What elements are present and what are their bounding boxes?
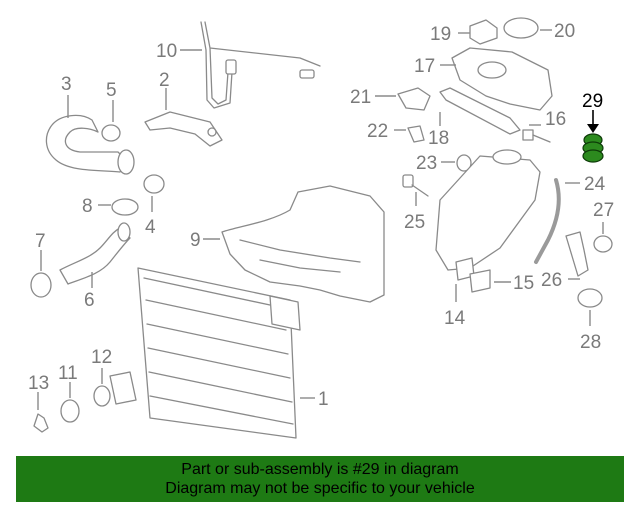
part-26-hose <box>565 231 589 277</box>
callout-17: 17 <box>414 56 435 77</box>
callout-1: 1 <box>318 389 329 410</box>
part-21-sensor <box>397 87 431 111</box>
part-17-reservoir-top <box>451 47 553 111</box>
callout-15: 15 <box>513 273 534 294</box>
callout-21: 21 <box>350 87 371 108</box>
info-banner: Part or sub-assembly is #29 in diagram D… <box>16 456 624 502</box>
part-28-clamp <box>577 288 603 308</box>
part-4-clamp <box>143 174 165 194</box>
part-13-clip <box>33 413 49 433</box>
part-20-cap <box>503 17 539 39</box>
part-1-radiator <box>109 267 301 439</box>
callout-25: 25 <box>404 212 425 233</box>
part-2-bracket <box>144 111 223 147</box>
part-6-lower-hose <box>59 222 131 285</box>
callout-7: 7 <box>35 231 46 252</box>
part-14-expansion-tank <box>435 149 541 281</box>
callout-4: 4 <box>145 217 156 238</box>
callout-26: 26 <box>541 270 562 291</box>
parts-diagram: 1 2 3 4 5 6 7 8 9 10 11 12 13 <box>28 17 614 439</box>
part-5-seal <box>101 124 121 142</box>
callouts: 1 2 3 4 5 6 7 8 9 10 11 12 13 <box>28 21 614 410</box>
callout-8: 8 <box>82 196 93 217</box>
callout-24: 24 <box>584 174 606 195</box>
banner-line-1: Part or sub-assembly is #29 in diagram <box>181 461 459 478</box>
part-22-clip <box>407 125 425 143</box>
callout-20: 20 <box>554 21 575 42</box>
part-18-strip <box>439 87 521 135</box>
callout-6: 6 <box>84 290 95 311</box>
banner-line-2: Diagram may not be specific to your vehi… <box>165 480 475 497</box>
callout-18: 18 <box>428 128 449 149</box>
part-29-highlighted[interactable] <box>582 133 604 163</box>
callout-3: 3 <box>61 74 72 95</box>
callout-5: 5 <box>106 80 117 101</box>
part-9-shroud <box>221 185 385 303</box>
callout-14: 14 <box>444 308 466 329</box>
callout-13: 13 <box>28 373 49 394</box>
callout-28: 28 <box>580 332 601 353</box>
part-3-upper-hose <box>45 114 135 175</box>
callout-12: 12 <box>91 347 112 368</box>
part-25-sensor <box>402 174 429 197</box>
part-27-clamp <box>593 235 613 253</box>
part-15-label <box>469 269 491 293</box>
callout-23: 23 <box>416 153 437 174</box>
callout-2: 2 <box>159 70 170 91</box>
part-10-tube <box>200 21 321 109</box>
callout-27: 27 <box>593 200 614 221</box>
callout-19: 19 <box>430 24 451 45</box>
part-8-seal <box>111 198 139 216</box>
part-11-fitting <box>60 399 80 423</box>
part-19-cap <box>469 19 498 45</box>
callout-22: 22 <box>367 121 388 142</box>
callout-16: 16 <box>545 109 566 130</box>
part-12-seal <box>93 385 111 407</box>
part-23-grommet <box>456 154 472 172</box>
callout-10: 10 <box>156 41 177 62</box>
callout-9: 9 <box>190 230 201 251</box>
callout-29: 29 <box>582 91 603 112</box>
part-24-hose <box>534 178 561 264</box>
part-16-bolt <box>522 129 551 143</box>
part-7-clamp <box>30 272 52 298</box>
callout-11: 11 <box>58 363 78 384</box>
